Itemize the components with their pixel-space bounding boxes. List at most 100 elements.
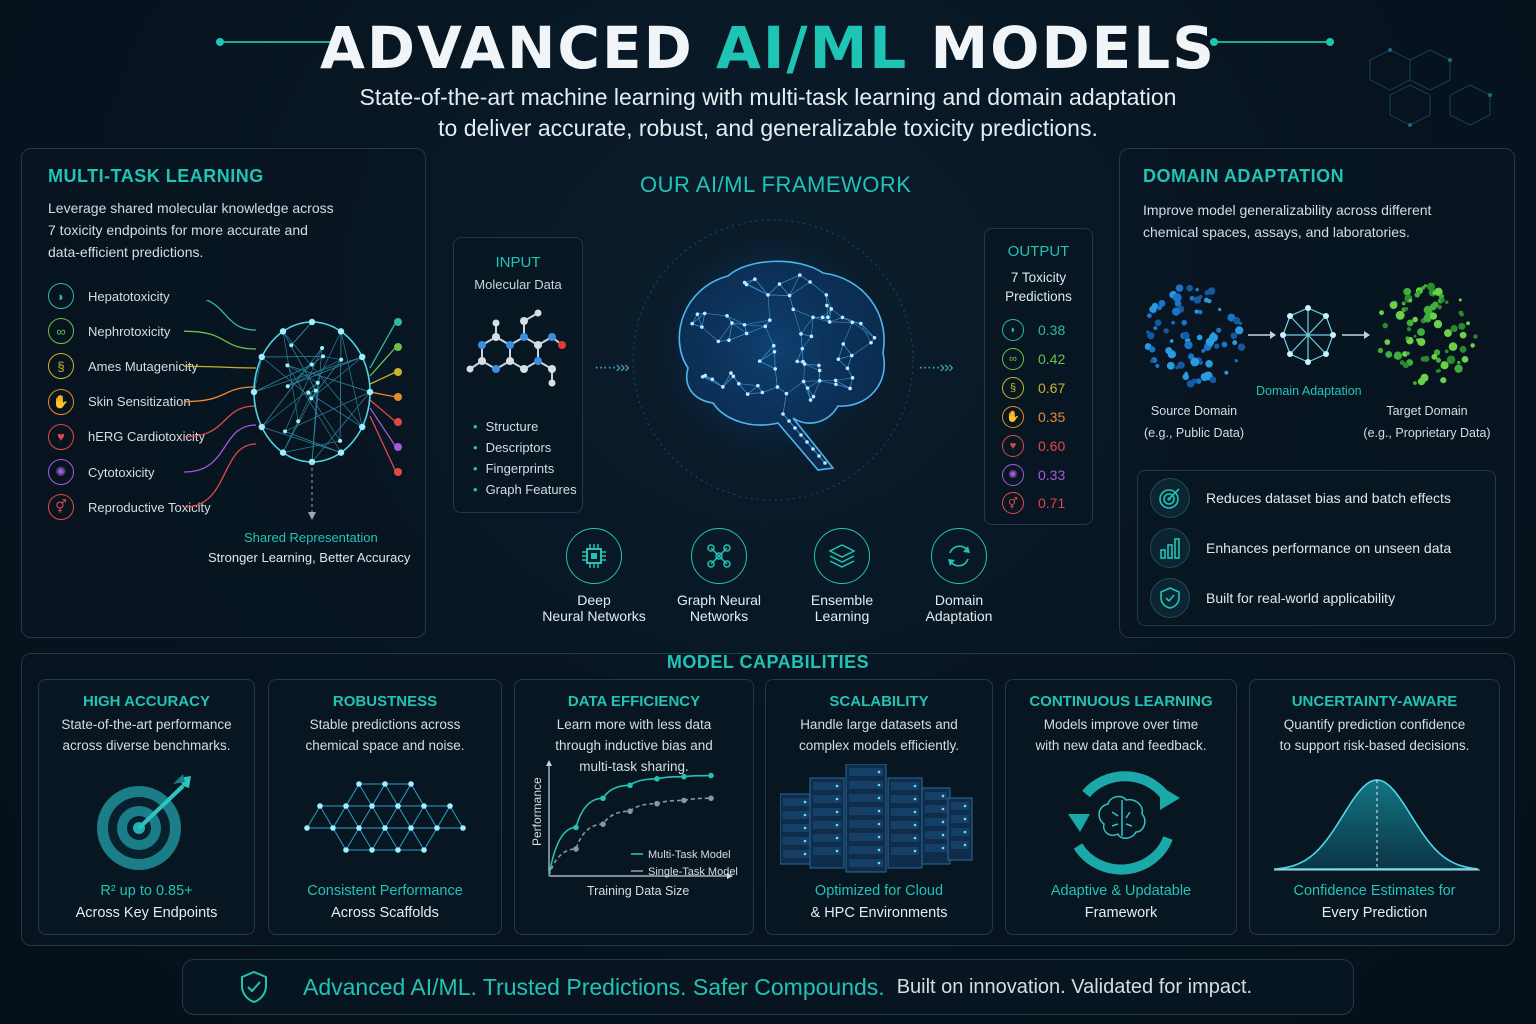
heart-icon: ♥ (48, 423, 74, 450)
banner-subtagline: Built on innovation. Validated for impac… (896, 975, 1253, 998)
cycle-arrows-icon (931, 528, 987, 584)
endpoint-row: ✺ Cytotoxicity (48, 458, 154, 486)
series-point (573, 824, 579, 831)
target-domain-label: Target Domain(e.g., Proprietary Data) (1363, 404, 1491, 440)
legend-label: Single-Task Model (648, 866, 738, 878)
page-subtitle: State-of-the-art machine learning with m… (359, 84, 1177, 141)
benefit-row: Reduces dataset bias and batch effects (1150, 476, 1451, 520)
endpoint-label: Hepatotoxicity (88, 288, 170, 304)
dna-icon: § (48, 353, 74, 380)
y-axis-label: Performance (530, 777, 544, 846)
legend-label: Multi-Task Model (648, 849, 731, 861)
liver-icon: ◗ (1002, 319, 1024, 341)
shared-network (183, 300, 402, 520)
output-row: ✺ 0.33 (1002, 463, 1065, 487)
domain-title: DOMAIN ADAPTATION (1143, 166, 1345, 186)
reproductive-icon: ⚥ (1002, 492, 1024, 515)
output-value: 0.67 (1038, 379, 1066, 396)
series-point (681, 797, 687, 804)
series-point (627, 782, 633, 789)
input-subtitle: Molecular Data (474, 277, 562, 292)
card-high-accuracy: HIGH ACCURACY State-of-the-art performan… (38, 679, 255, 935)
series-point (573, 846, 579, 852)
bell-curve-icon (1274, 779, 1480, 871)
heart-icon: ♥ (1002, 434, 1024, 457)
shared-representation-sub: Stronger Learning, Better Accuracy (208, 550, 411, 565)
output-row: ✋ 0.35 (1002, 405, 1065, 429)
series-point (600, 795, 606, 802)
domain-benefits-box (1137, 470, 1496, 626)
series-point (600, 821, 606, 827)
output-value: 0.35 (1038, 408, 1066, 425)
cell-icon: ✺ (1002, 463, 1024, 486)
endpoint-row: ∞Nephrotoxicity (48, 317, 170, 345)
multitask-title: MULTI-TASK LEARNING (48, 166, 264, 186)
molecule-icon (466, 309, 566, 387)
endpoint-row: ♥ hERG Cardiotoxicity (48, 423, 205, 451)
endpoint-row: ⚥ Reproductive Toxicity (48, 493, 211, 521)
benefit-row: Built for real-world applicability (1150, 576, 1395, 620)
endpoint-label: Ames Mutagenicity (88, 358, 198, 374)
hand-icon: ✋ (48, 388, 74, 415)
graph-icon (691, 528, 747, 584)
series-point (654, 800, 660, 807)
banner-tagline: Advanced AI/ML. Trusted Predictions. Saf… (303, 973, 885, 1000)
endpoint-label: hERG Cardiotoxicity (88, 429, 206, 445)
output-value: 0.38 (1038, 322, 1066, 338)
endpoint-row: § Ames Mutagenicity (48, 352, 198, 380)
output-row: ∞0.42 (1002, 347, 1065, 371)
hex-network-icon (304, 781, 466, 853)
data-efficiency-chart: Performance Training Data Size Multi-Tas… (530, 760, 738, 898)
dna-icon: § (1002, 376, 1024, 399)
endpoint-label: Reproductive Toxicity (88, 499, 211, 515)
liver-icon: ◗ (48, 283, 74, 309)
shield-check-icon (1150, 578, 1190, 618)
input-items: Structure Descriptors Fingerprints Graph… (473, 416, 577, 500)
output-title: OUTPUT (1007, 243, 1070, 260)
endpoint-row: ◗ Hepatotoxicity (48, 282, 170, 310)
title-decor-right (1210, 38, 1334, 46)
title-decor-left (216, 38, 340, 46)
footer-banner: Advanced AI/ML. Trusted Predictions. Saf… (182, 959, 1354, 1015)
series-point (654, 776, 660, 782)
series-point (627, 808, 633, 814)
output-value: 0.71 (1038, 495, 1066, 512)
series-point (681, 773, 687, 780)
arrow-out: ·····››› (918, 359, 954, 376)
reproductive-icon: ⚥ (48, 494, 74, 521)
target-arrow-icon (97, 774, 191, 870)
layers-icon (814, 528, 870, 584)
brain-network (632, 219, 914, 501)
output-subtitle: 7 Toxicity Predictions (1005, 270, 1072, 304)
series-point (708, 795, 714, 802)
domain-middle-label: Domain Adaptation (1256, 384, 1362, 398)
output-row: ◗ 0.38 (1002, 318, 1065, 342)
multitask-desc: Leverage shared molecular knowledge acro… (48, 200, 334, 260)
bar-chart-icon (1150, 528, 1190, 568)
card-continuous-learning: CONTINUOUS LEARNING Models improve over … (1005, 679, 1237, 935)
shared-representation-label: Shared Representation (244, 530, 378, 545)
endpoint-label: Cytotoxicity (88, 464, 155, 480)
hand-icon: ✋ (1002, 405, 1024, 428)
series-point (708, 772, 714, 779)
output-row: § 0.67 (1002, 376, 1065, 400)
endpoint-label: Skin Sensitization (88, 394, 191, 410)
multitask-panel (21, 148, 426, 638)
cell-icon: ✺ (48, 459, 74, 485)
server-racks-icon (780, 764, 973, 873)
kidney-icon: ∞ (48, 318, 74, 345)
output-value: 0.60 (1038, 437, 1066, 454)
card-data-efficiency: DATA EFFICIENCY Learn more with less dat… (514, 679, 754, 935)
output-value: 0.33 (1038, 466, 1066, 483)
kidney-icon: ∞ (1002, 347, 1024, 370)
brain-cycle-icon (1068, 771, 1180, 875)
shield-check-icon (241, 970, 267, 1004)
framework-title: OUR AI/ML FRAMEWORK (640, 172, 912, 197)
domain-diagram (1144, 282, 1478, 388)
